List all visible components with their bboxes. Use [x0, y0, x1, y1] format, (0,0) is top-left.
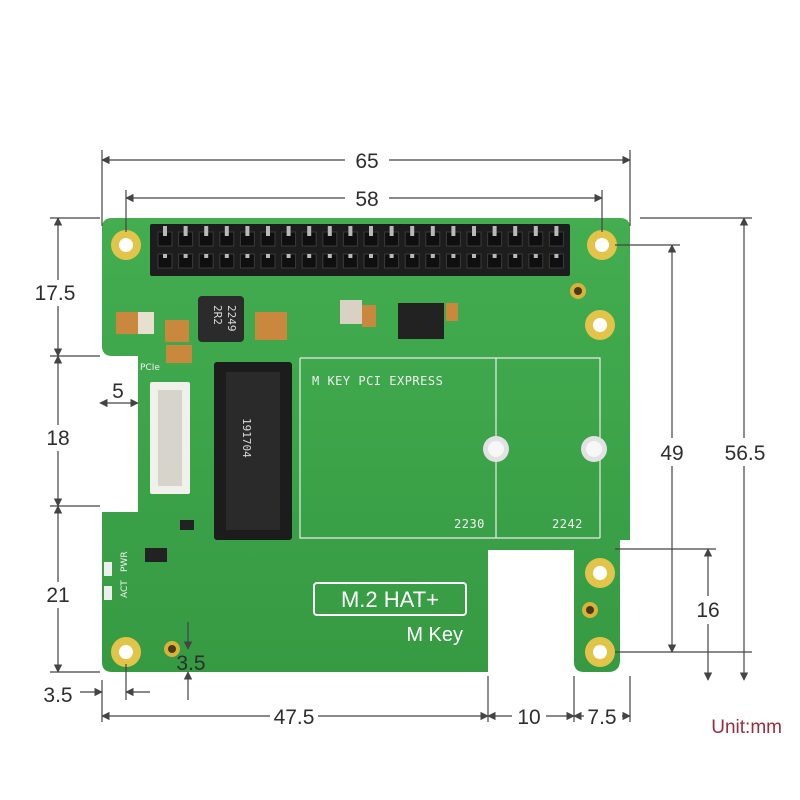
- gpio-pin-metal: [245, 226, 250, 236]
- gpio-pin-metal: [533, 226, 538, 236]
- gpio-pin-metal: [492, 254, 497, 258]
- mounting-holes: [111, 230, 617, 667]
- smd-components: [104, 296, 458, 600]
- gpio-pin-metal: [451, 226, 456, 236]
- gpio-pin-metal: [451, 254, 456, 258]
- dim-58: 58: [355, 188, 378, 211]
- silkscreen-2242: 2242: [552, 517, 583, 531]
- gpio-pin-metal: [492, 226, 497, 236]
- silkscreen-act: ACT: [120, 580, 130, 598]
- dim-47-5: 47.5: [274, 706, 315, 729]
- dim-10: 10: [517, 706, 540, 729]
- m2-slot-marking: 191704: [240, 418, 253, 458]
- silkscreen-2230: 2230: [454, 517, 485, 531]
- dim-17-5: 17.5: [35, 282, 76, 305]
- gpio-pin-metal: [554, 254, 559, 258]
- gpio-pin-metal: [430, 254, 435, 258]
- unit-label: Unit:mm: [711, 717, 782, 738]
- gpio-pin-metal: [286, 254, 291, 258]
- brand-box: [313, 582, 467, 616]
- gpio-pin-metal: [266, 254, 270, 258]
- gpio-pin-metal: [513, 254, 518, 258]
- dim-56-5: 56.5: [725, 442, 766, 465]
- gpio-pin-metal: [472, 226, 476, 236]
- gpio-header: [150, 224, 570, 276]
- brand-title: M.2 HAT+: [341, 587, 439, 612]
- dim-21: 21: [46, 584, 69, 607]
- gpio-pin-metal: [163, 254, 167, 258]
- gpio-pin-metal: [410, 226, 415, 236]
- dim-3-5-hole: 3.5: [176, 652, 205, 675]
- silkscreen-pwr: PWR: [120, 551, 130, 572]
- gpio-pin-metal: [224, 226, 229, 236]
- gpio-pin-metal: [327, 254, 332, 258]
- gpio-pin-metal: [307, 254, 312, 258]
- gpio-pin-metal: [245, 254, 250, 258]
- dim-5: 5: [112, 380, 124, 403]
- dim-49: 49: [660, 442, 683, 465]
- gpio-pin-metal: [348, 226, 353, 236]
- gpio-pin-metal: [183, 254, 188, 258]
- gpio-pin-metal: [204, 254, 209, 258]
- dim-7-5: 7.5: [587, 706, 616, 729]
- gpio-pin-metal: [224, 254, 229, 258]
- gpio-pin-metal: [554, 226, 559, 236]
- gpio-pin-metal: [389, 254, 394, 258]
- gpio-pin-metal: [286, 226, 291, 236]
- brand-subtitle: M Key: [406, 624, 463, 646]
- dimension-labels: 65 58 17.5 5 18 21 3.5 3.5 47.5 10 7.5 4…: [28, 146, 770, 729]
- inductor-marking-2: 2249: [225, 305, 238, 332]
- gpio-pin-metal: [472, 254, 476, 258]
- gpio-pin-metal: [183, 226, 188, 236]
- gpio-pin-metal: [204, 226, 209, 236]
- gpio-pin-metal: [327, 226, 332, 236]
- gpio-pin-metal: [369, 254, 373, 258]
- silkscreen-title: M KEY PCI EXPRESS: [312, 374, 443, 388]
- m2-slot: [214, 362, 292, 540]
- pcie-ffc-connector: [150, 382, 190, 494]
- m2-screw-posts: [483, 436, 607, 462]
- gpio-pin-metal: [369, 226, 373, 236]
- gpio-pin-metal: [410, 254, 415, 258]
- inductor-marking-1: 2R2: [211, 305, 224, 325]
- dim-16: 16: [696, 599, 719, 622]
- gpio-pin-metal: [266, 226, 270, 236]
- dim-65: 65: [355, 150, 378, 173]
- gpio-pin-metal: [533, 254, 538, 258]
- gpio-pin-metal: [430, 226, 435, 236]
- silkscreen-pcie: PCIe: [140, 363, 160, 373]
- gpio-pin-metal: [163, 226, 167, 236]
- gpio-pin-metal: [348, 254, 353, 258]
- gpio-pin-metal: [513, 226, 518, 236]
- gpio-pin-metal: [389, 226, 394, 236]
- gpio-pin-metal: [307, 226, 312, 236]
- dim-18: 18: [46, 427, 69, 450]
- dim-3-5-left: 3.5: [43, 684, 72, 707]
